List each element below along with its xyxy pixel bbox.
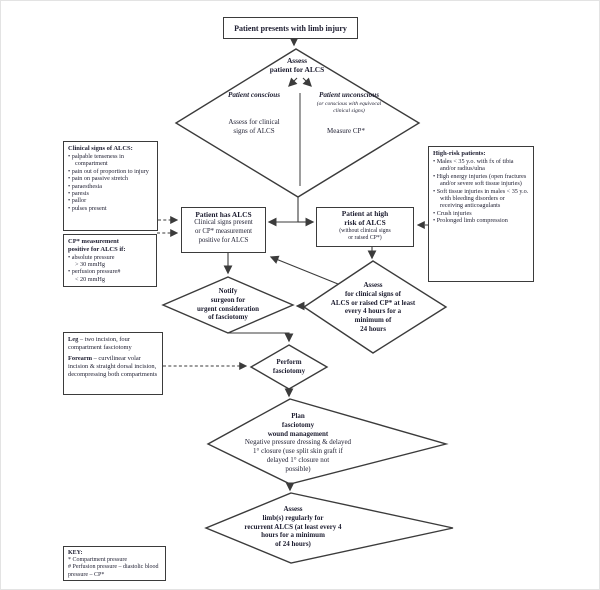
has-alcs-box: Patient has ALCS Clinical signs present … bbox=[181, 207, 266, 253]
start-box-label: Patient presents with limb injury bbox=[234, 23, 347, 33]
start-box: Patient presents with limb injury bbox=[223, 17, 358, 39]
clinical-signs-title: Clinical signs of ALCS: bbox=[68, 145, 133, 152]
high-risk-item: Soft tissue injuries in males < 35 y.o. … bbox=[433, 188, 529, 210]
high-risk-item: Crush injuries bbox=[433, 210, 529, 217]
forearm-label: Forearm bbox=[68, 355, 93, 363]
recheck-diamond-shape bbox=[204, 492, 454, 564]
plan-diamond-text: Plan fasciotomy wound management Negativ… bbox=[205, 412, 391, 473]
forearm-technique: Forearm – curvilinear volar incision & s… bbox=[68, 355, 158, 378]
plan-diamond-title: Plan fasciotomy wound management bbox=[267, 412, 329, 438]
clinical-sign-item: paresis bbox=[68, 190, 153, 197]
high-risk-title: High-risk patients: bbox=[433, 150, 486, 157]
leg-label: Leg bbox=[68, 336, 79, 343]
has-alcs-body: Clinical signs present or CP* measuremen… bbox=[194, 219, 253, 244]
cp-criterion-item: absolute pressure > 30 mmHg bbox=[68, 254, 152, 269]
unconscious-action: Measure CP* bbox=[327, 127, 365, 135]
notify-diamond-label: Notify surgeon for urgent consideration … bbox=[196, 287, 260, 322]
has-alcs-title: Patient has ALCS bbox=[195, 210, 252, 219]
connector-notify-to-perform bbox=[228, 332, 294, 343]
plan-diamond-body: Negative pressure dressing & delayed 1° … bbox=[244, 438, 352, 473]
cp-measurement-box: CP* measurement positive for ALCS if: ab… bbox=[63, 234, 157, 287]
at-risk-box: Patient at high risk of ALCS (without cl… bbox=[316, 207, 414, 247]
clinical-sign-item: pain out of proportion to injury bbox=[68, 168, 153, 175]
connector-monitor-to-hasalcs bbox=[269, 255, 339, 285]
clinical-sign-item: pallor bbox=[68, 197, 153, 204]
cp-measurement-title: CP* measurement positive for ALCS if: bbox=[68, 238, 126, 253]
connector-branch-left bbox=[288, 77, 298, 87]
connector-branch-right bbox=[302, 77, 312, 87]
forearm-text: – curvilinear volar incision & straight … bbox=[68, 355, 158, 378]
clinical-sign-item: palpable tenseness in compartment bbox=[68, 153, 153, 168]
at-risk-title: Patient at high risk of ALCS bbox=[341, 209, 389, 227]
leg-text: – two incision, four compartment fasciot… bbox=[68, 336, 132, 351]
monitor-diamond-label: Assess for clinical signs of ALCS or rai… bbox=[330, 281, 416, 333]
recheck-diamond-label: Assess limb(s) regularly for recurrent A… bbox=[244, 505, 342, 548]
perform-diamond-label: Perform fasciotomy bbox=[272, 358, 306, 375]
high-risk-item: Males < 35 y.o. with fx of tibia and/or … bbox=[433, 158, 529, 173]
triage-title: Assess patient for ALCS bbox=[269, 56, 325, 75]
conscious-action: Assess for clinical signs of ALCS bbox=[228, 118, 280, 136]
key-box: KEY: * Compartment pressure # Perfusion … bbox=[63, 546, 166, 581]
monitor-diamond-shape bbox=[302, 260, 448, 354]
high-risk-box: High-risk patients: Males < 35 y.o. with… bbox=[428, 146, 534, 282]
key-line: * Compartment pressure bbox=[68, 557, 127, 564]
cp-criterion-item: perfusion pressure# < 20 mmHg bbox=[68, 268, 152, 283]
at-risk-note: (without clinical signs or raised CP*) bbox=[339, 227, 391, 241]
unconscious-note: (or conscious with equivocal clinical si… bbox=[316, 101, 382, 114]
high-risk-item: High energy injuries (open fractures and… bbox=[433, 173, 529, 188]
key-line: # Perfusion pressure – diastolic blood p… bbox=[68, 564, 159, 578]
clinical-sign-item: paraesthesia bbox=[68, 183, 153, 190]
clinical-sign-item: pulses present bbox=[68, 205, 153, 212]
leg-technique: Leg – two incision, four compartment fas… bbox=[68, 336, 158, 351]
unconscious-heading: Patient unconscious bbox=[318, 91, 380, 99]
key-title: KEY: bbox=[68, 550, 83, 556]
clinical-signs-box: Clinical signs of ALCS: palpable tensene… bbox=[63, 141, 158, 231]
high-risk-item: Prolonged limb compression bbox=[433, 217, 529, 224]
clinical-sign-item: pain on passive stretch bbox=[68, 175, 153, 182]
fasciotomy-technique-box: Leg – two incision, four compartment fas… bbox=[63, 332, 163, 395]
conscious-heading: Patient conscious bbox=[227, 91, 281, 99]
